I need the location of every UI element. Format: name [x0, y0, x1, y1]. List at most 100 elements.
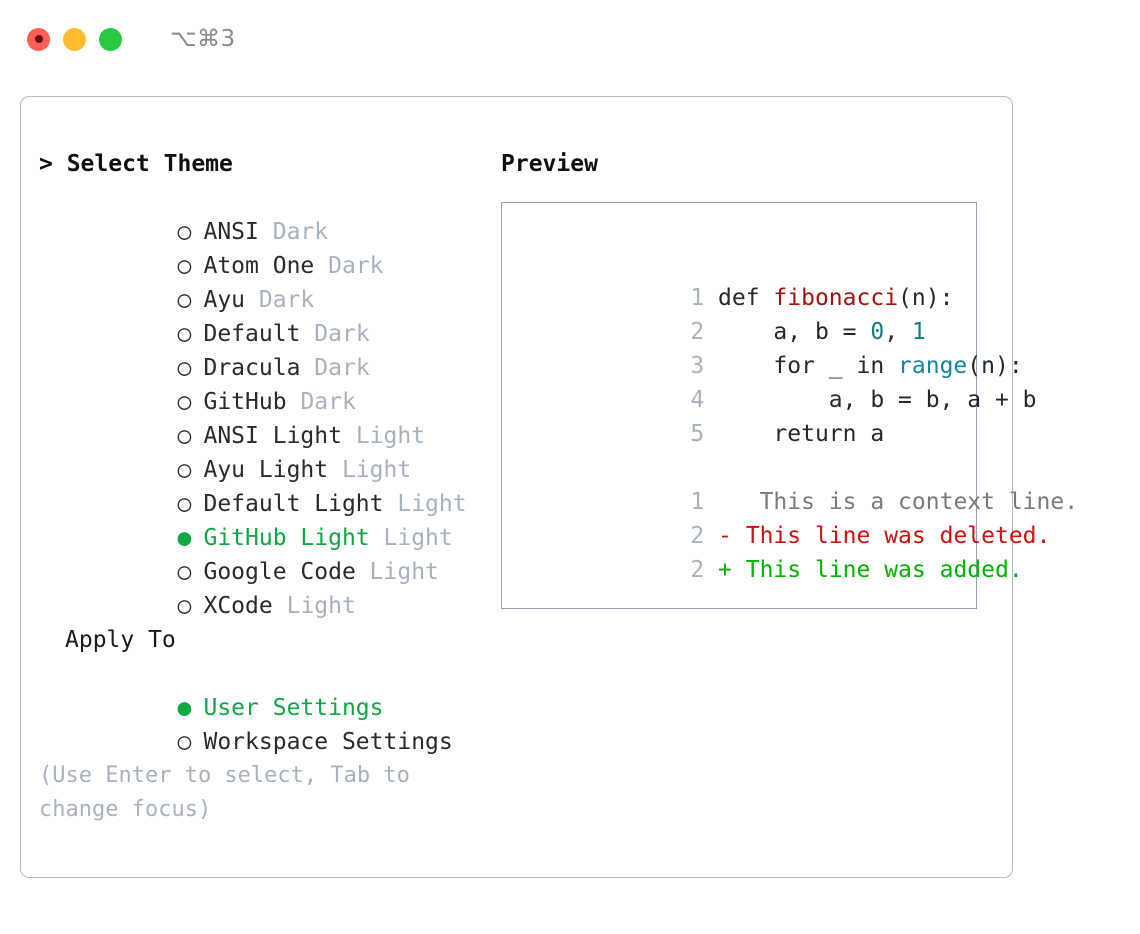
- line-number: 2: [690, 557, 705, 583]
- theme-option-suffix: Light: [383, 525, 453, 551]
- theme-option-default-light[interactable]: ○ Default Light Light: [39, 453, 469, 517]
- preview-column: Preview: [501, 147, 598, 181]
- theme-option-label: Ayu Light: [203, 457, 329, 483]
- theme-option-suffix: Dark: [314, 355, 370, 381]
- theme-option-dracula-dark[interactable]: ○ Dracula Dark: [39, 317, 469, 381]
- maximize-button[interactable]: [99, 27, 122, 51]
- line-number: 2: [690, 523, 705, 549]
- theme-option-label: GitHub: [203, 389, 287, 415]
- radio-unselected-icon: ○: [177, 559, 192, 585]
- code-token-function: fibonacci: [773, 285, 899, 311]
- theme-option-label: GitHub Light: [203, 525, 370, 551]
- theme-option-label: ANSI Light: [203, 423, 342, 449]
- apply-to-label: Workspace Settings: [203, 729, 453, 755]
- diff-text: This line was deleted.: [731, 523, 1051, 549]
- theme-option-suffix: Dark: [328, 253, 384, 279]
- theme-option-suffix: Light: [355, 423, 426, 449]
- theme-option-label: Atom One: [203, 253, 315, 279]
- theme-option-suffix: Light: [397, 491, 467, 517]
- code-token: a, b =: [718, 319, 871, 345]
- code-token: (n):: [898, 285, 954, 311]
- theme-option-ayu-dark[interactable]: ○ Ayu Dark: [39, 249, 469, 313]
- minimize-button[interactable]: [63, 27, 86, 51]
- apply-to-workspace-settings[interactable]: ○ Workspace Settings: [39, 691, 469, 755]
- line-number: 5: [690, 421, 705, 447]
- code-line: 3 for _ in range(n):: [516, 315, 1022, 379]
- radio-unselected-icon: ○: [177, 219, 192, 245]
- radio-unselected-icon: ○: [177, 253, 192, 279]
- radio-selected-icon: ●: [177, 695, 192, 721]
- radio-selected-icon: ●: [177, 525, 192, 551]
- preview-box: 1 def fibonacci(n): 2 a, b = 0, 1 3 for …: [501, 202, 1078, 609]
- diff-line-deleted: 2 - This line was deleted.: [516, 485, 1050, 549]
- theme-option-github-dark[interactable]: ○ GitHub Dark: [39, 351, 469, 415]
- line-number: 4: [690, 387, 705, 413]
- code-token: ,: [884, 319, 912, 345]
- theme-option-label: Default: [203, 321, 301, 347]
- theme-option-suffix: Dark: [258, 287, 315, 313]
- code-token: return a: [718, 421, 885, 447]
- theme-option-label: Default Light: [203, 491, 384, 517]
- theme-option-label: XCode: [203, 593, 273, 619]
- select-theme-heading: > Select Theme: [39, 151, 233, 177]
- line-number: 1: [690, 285, 705, 311]
- theme-option-github-light[interactable]: ● GitHub Light Light: [39, 487, 469, 551]
- theme-option-label: Dracula: [203, 355, 301, 381]
- diff-line-added: 2 + This line was added.: [516, 519, 1022, 583]
- diff-line-context: 1 This is a context line.: [516, 451, 1078, 515]
- theme-option-google-code[interactable]: ○ Google Code Light: [39, 521, 469, 585]
- code-line: 2 a, b = 0, 1: [516, 281, 972, 345]
- code-token: a, b = b, a + b: [718, 387, 1037, 413]
- code-line: 5 return a: [516, 383, 972, 447]
- radio-unselected-icon: ○: [177, 355, 192, 381]
- apply-to-user-settings[interactable]: ● User Settings: [39, 657, 469, 721]
- theme-option-suffix: Dark: [300, 389, 356, 415]
- code-token-call: range: [898, 353, 968, 379]
- theme-option-suffix: Dark: [314, 321, 370, 347]
- radio-unselected-icon: ○: [177, 321, 192, 347]
- theme-option-suffix: Dark: [272, 219, 329, 245]
- line-number: 2: [690, 319, 705, 345]
- radio-unselected-icon: ○: [177, 287, 192, 313]
- theme-option-xcode[interactable]: ○ XCode Light: [39, 555, 469, 619]
- theme-option-label: ANSI: [203, 219, 259, 245]
- diff-marker-plus: +: [718, 557, 732, 583]
- line-number: 3: [690, 353, 705, 379]
- apply-to-label: User Settings: [203, 695, 384, 721]
- radio-unselected-icon: ○: [177, 423, 192, 449]
- close-dot-icon: [34, 35, 43, 43]
- preview-heading: Preview: [501, 151, 598, 177]
- theme-option-default-dark[interactable]: ○ Default Dark: [39, 283, 469, 347]
- close-button[interactable]: [27, 27, 50, 51]
- title-bar: ⌥⌘3: [0, 0, 1140, 78]
- theme-picker-column: > Select Theme ○ ANSI Dark ○ Atom One Dark…: [39, 147, 469, 755]
- keyboard-shortcut-label: ⌥⌘3: [170, 26, 236, 52]
- code-line: 1 def fibonacci(n):: [516, 247, 972, 311]
- code-sample: 1 def fibonacci(n): 2 a, b = 0, 1 3 for …: [516, 247, 1078, 583]
- window-controls: [27, 27, 122, 51]
- radio-unselected-icon: ○: [177, 457, 192, 483]
- code-token: def: [718, 285, 774, 311]
- code-token-number: 0: [870, 319, 885, 345]
- theme-option-suffix: Light: [286, 593, 356, 619]
- radio-unselected-icon: ○: [177, 729, 192, 755]
- code-token: for _ in: [718, 353, 899, 379]
- code-token: (n):: [967, 353, 1023, 379]
- code-line: 4 a, b = b, a + b: [516, 349, 1036, 413]
- theme-option-ansi-light[interactable]: ○ ANSI Light Light: [39, 385, 469, 449]
- apply-to-heading: Apply To: [65, 627, 176, 653]
- diff-marker: [718, 489, 732, 515]
- diff-text: This is a context line.: [731, 489, 1079, 515]
- line-number: 1: [690, 489, 705, 515]
- theme-option-ansi-dark[interactable]: ○ ANSI Dark: [39, 181, 469, 245]
- code-token-number: 1: [911, 319, 926, 345]
- theme-option-label: Ayu: [203, 287, 246, 313]
- theme-option-ayu-light[interactable]: ○ Ayu Light Light: [39, 419, 469, 483]
- theme-option-suffix: Light: [369, 559, 439, 585]
- diff-text: This line was added.: [731, 557, 1023, 583]
- radio-unselected-icon: ○: [177, 593, 192, 619]
- theme-option-label: Google Code: [203, 559, 356, 585]
- diff-marker-minus: -: [718, 523, 732, 549]
- theme-option-atom-one-dark[interactable]: ○ Atom One Dark: [39, 215, 469, 279]
